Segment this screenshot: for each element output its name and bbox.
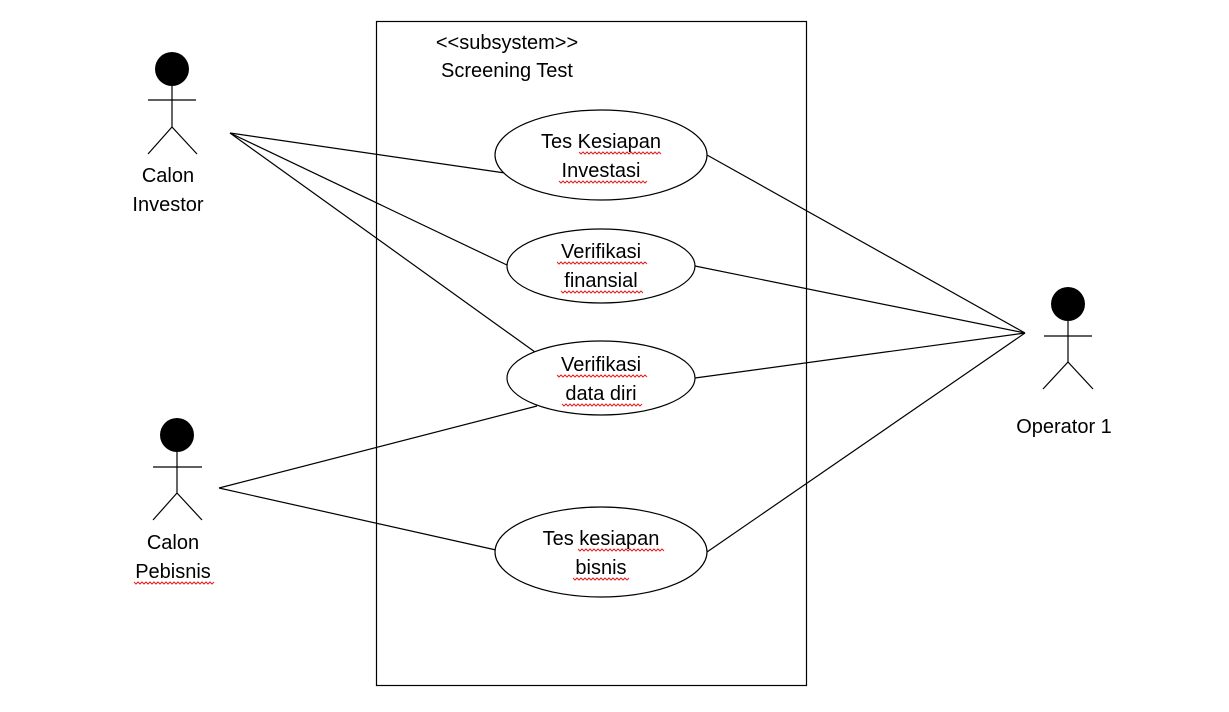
subsystem-boundary: <<subsystem>> Screening Test (375, 20, 808, 687)
associations (218, 132, 1026, 553)
actor-operator-1[interactable]: Operator 1 (1016, 287, 1112, 438)
subsystem-frame (375, 20, 808, 687)
association-operator-tes-kesiapan-bisnis (706, 332, 1026, 553)
use-case-ellipse[interactable] (494, 506, 708, 598)
association-operator-tes-kesiapan-investasi (706, 154, 1026, 334)
actor-head-icon (155, 52, 189, 86)
actor-label-line-1: Operator 1 (1016, 416, 1112, 438)
actor-label-line-1: Calon (147, 532, 199, 554)
association-pebisnis-tes-kesiapan-bisnis (218, 487, 497, 551)
use-case-label-line-2: Investasi (562, 160, 641, 182)
association-investor-verifikasi-finansial (229, 132, 510, 267)
actor-calon-pebisnis[interactable]: Calon Pebisnis (133, 418, 215, 585)
use-case-label-line-1: Tes Kesiapan (541, 131, 661, 153)
actor-label-line-1: Calon (142, 165, 194, 187)
actor-label-line-2: Pebisnis (135, 561, 211, 583)
subsystem-name: Screening Test (441, 60, 573, 82)
use-case-tes-kesiapan-investasi[interactable]: Tes Kesiapan Investasi (494, 109, 708, 201)
spellcheck-underline (578, 151, 662, 155)
spellcheck-underline (556, 261, 648, 265)
actor-left-leg (147, 126, 173, 155)
actor-right-leg (171, 126, 198, 155)
spellcheck-underline (558, 180, 648, 184)
association-pebisnis-verifikasi-data-diri (218, 405, 538, 489)
use-case-ellipse[interactable] (494, 109, 708, 201)
actor-calon-investor[interactable]: Calon Investor (132, 52, 204, 216)
spellcheck-underline (572, 577, 630, 581)
spellcheck-underline (560, 290, 644, 294)
actor-left-leg (1042, 361, 1069, 390)
actor-head-icon (160, 418, 194, 452)
use-case-tes-kesiapan-bisnis[interactable]: Tes kesiapan bisnis (494, 506, 708, 598)
association-operator-verifikasi-finansial (694, 265, 1026, 334)
association-investor-verifikasi-data-diri (229, 132, 536, 353)
actor-label-line-2: Investor (132, 194, 203, 216)
association-operator-verifikasi-data-diri (694, 332, 1026, 379)
actor-right-leg (1067, 361, 1094, 390)
use-case-label-line-1: Tes kesiapan (543, 528, 660, 550)
use-case-label-line-2: bisnis (575, 557, 626, 579)
actor-head-icon (1051, 287, 1085, 321)
use-case-ellipse[interactable] (506, 228, 696, 304)
subsystem-stereotype: <<subsystem>> (436, 32, 578, 54)
spellcheck-underline (577, 548, 665, 552)
actor-right-leg (176, 492, 203, 521)
spellcheck-underline (133, 581, 215, 585)
use-case-verifikasi-data-diri[interactable]: Verifikasi data diri (506, 340, 696, 416)
use-case-label-line-1: Verifikasi (561, 354, 641, 376)
actor-left-leg (152, 492, 178, 521)
spellcheck-underline (556, 374, 648, 378)
use-case-label-line-1: Verifikasi (561, 241, 641, 263)
association-investor-tes-kesiapan-investasi (229, 132, 506, 174)
use-case-verifikasi-finansial[interactable]: Verifikasi finansial (506, 228, 696, 304)
spellcheck-underline (561, 403, 643, 407)
use-case-ellipse[interactable] (506, 340, 696, 416)
use-case-label-line-2: finansial (564, 270, 637, 292)
use-case-label-line-2: data diri (565, 383, 636, 405)
